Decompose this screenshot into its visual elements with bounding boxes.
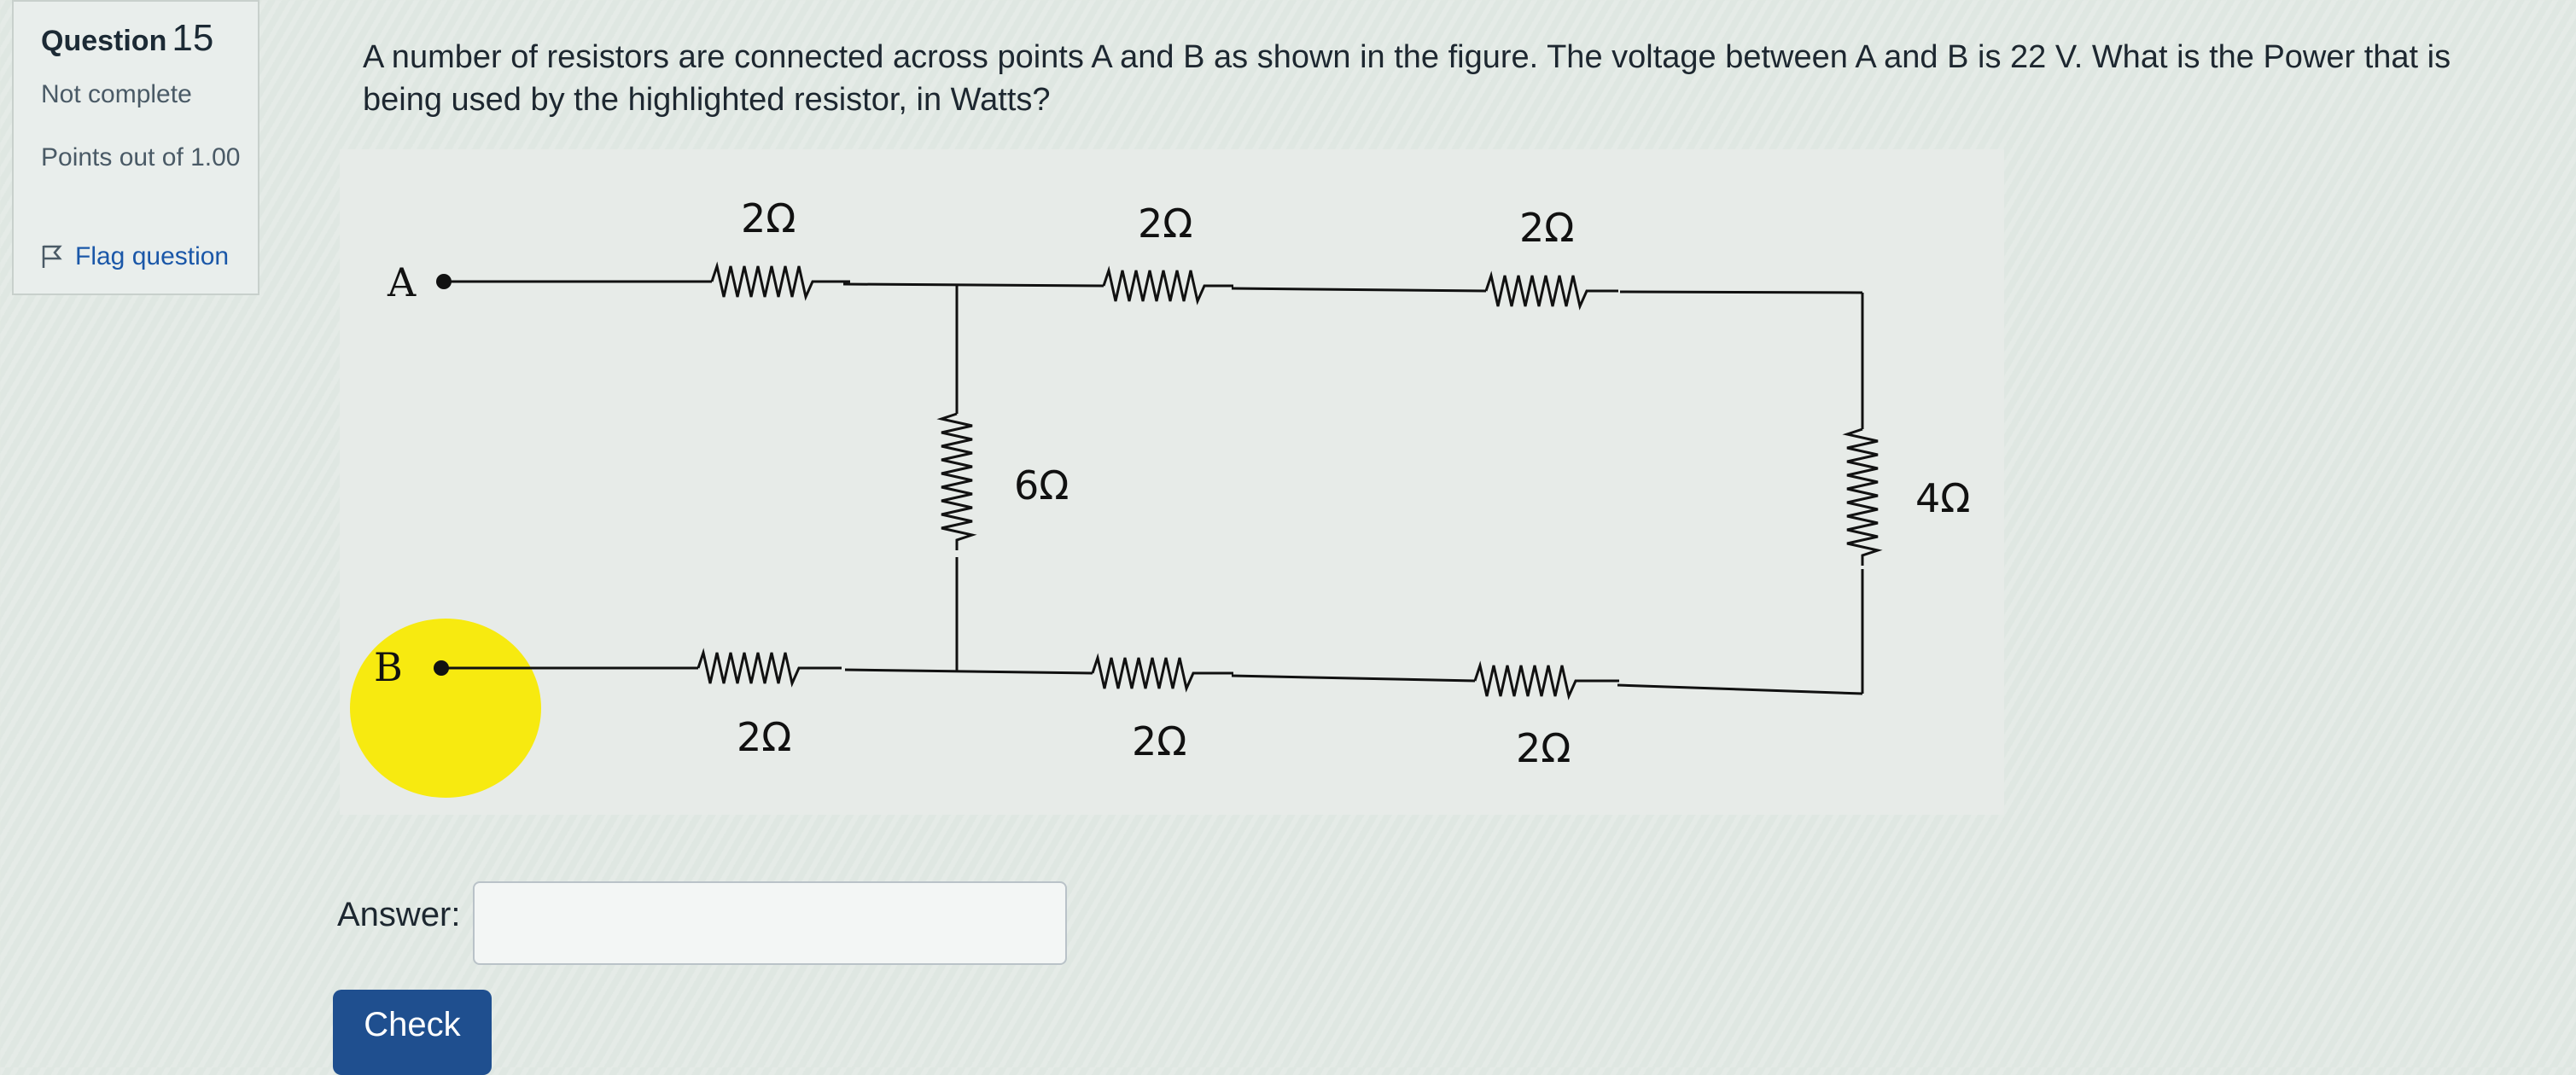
resistor-bottom-right (1473, 660, 1619, 700)
terminal-b-label: B (374, 644, 403, 690)
bottom-wires (441, 666, 1863, 695)
resistor-bottom-middle (1091, 653, 1233, 693)
flag-question-link[interactable]: Flag question (41, 242, 229, 271)
flag-outline-icon (41, 244, 63, 270)
question-grade: Points out of 1.00 (41, 143, 241, 171)
label-middle-vertical: 6Ω (1014, 462, 1069, 508)
resistor-middle-vertical (936, 412, 977, 550)
question-text: A number of resistors are connected acro… (363, 39, 2451, 118)
label-right-vertical: 4Ω (1915, 475, 1970, 521)
question-state: Not complete (41, 80, 192, 108)
resistor-bottom-left-highlighted (696, 648, 842, 688)
label-top-right: 2Ω (1519, 205, 1574, 251)
label-top-middle: 2Ω (1138, 200, 1192, 247)
answer-label: Answer: (337, 896, 461, 933)
label-bottom-left: 2Ω (737, 714, 791, 760)
resistor-top-left (710, 261, 850, 301)
flag-question-label: Flag question (75, 242, 230, 270)
terminal-a-label: A (387, 259, 417, 305)
answer-input[interactable] (473, 881, 1067, 965)
resistor-top-middle (1102, 265, 1233, 305)
top-wires (444, 280, 1863, 294)
label-bottom-right: 2Ω (1516, 725, 1571, 771)
resistor-right-vertical (1842, 427, 1883, 566)
circuit-figure: A B 2Ω 2Ω 2Ω 6Ω 4Ω 2Ω 2Ω 2Ω (340, 149, 2004, 815)
highlight-marker (350, 619, 541, 798)
resistor-top-right (1484, 270, 1618, 311)
check-button[interactable]: Check (333, 990, 492, 1075)
label-bottom-middle: 2Ω (1132, 718, 1186, 764)
label-top-left: 2Ω (741, 195, 796, 241)
